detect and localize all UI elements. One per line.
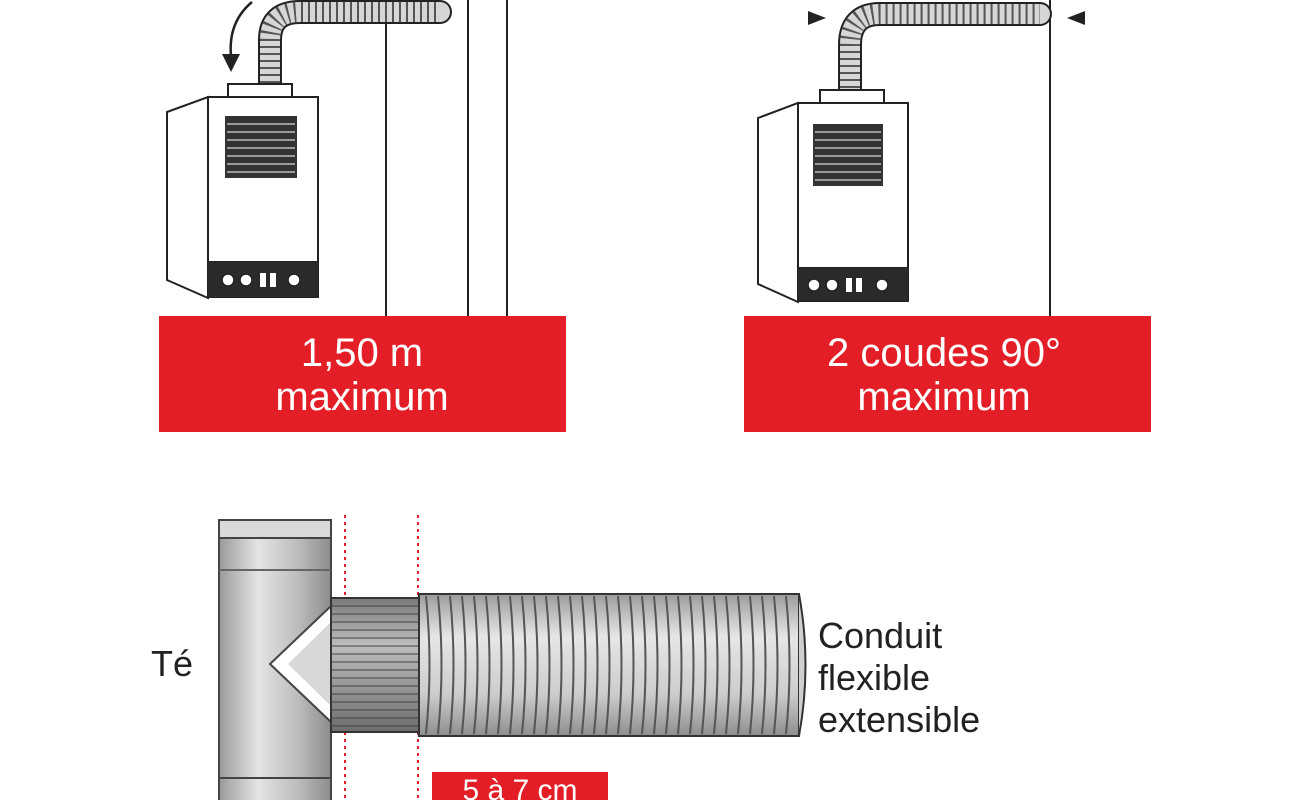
hose-label-line2: flexible <box>818 657 930 698</box>
hose-rib <box>689 595 695 735</box>
flex-hose <box>418 593 807 737</box>
hose-rib <box>641 595 647 735</box>
hose-rib <box>749 595 755 735</box>
tee-pipe <box>218 519 332 800</box>
connection-sleeve <box>330 597 420 733</box>
hose-rib <box>629 595 635 735</box>
hose-rib <box>761 595 767 735</box>
overlap-label: 5 à 7 cm <box>462 774 577 800</box>
hose-rib <box>485 595 491 735</box>
right-label-line1: 2 coudes 90° <box>827 331 1061 375</box>
hose-rib <box>461 595 467 735</box>
elbow-arrow-right-icon <box>1067 11 1085 25</box>
hose-rib <box>569 595 575 735</box>
left-panel: 1,50 m maximum <box>159 0 566 432</box>
hose-rib <box>497 595 503 735</box>
bottom-diagram: Té <box>151 515 980 800</box>
hose-rib <box>509 595 515 735</box>
hose-rib <box>617 595 623 735</box>
elbow-arrow-left-icon <box>808 11 826 25</box>
right-label-line2: maximum <box>857 375 1030 419</box>
rotation-arrow-icon <box>222 1 253 72</box>
left-label-box <box>159 316 566 432</box>
hose-rib <box>677 595 683 735</box>
hose-label-line1: Conduit <box>818 615 942 656</box>
hose-rib <box>473 595 479 735</box>
overlap-label-box <box>432 772 608 800</box>
hose-rib <box>725 595 731 735</box>
left-label-line2: maximum <box>275 375 448 419</box>
hose-rib <box>521 595 527 735</box>
hose-rib <box>701 595 707 735</box>
left-boiler <box>166 83 319 300</box>
hose-rib <box>449 595 455 735</box>
hose-rib <box>773 595 779 735</box>
hose-rib <box>785 595 791 735</box>
hose-rib <box>425 595 431 735</box>
right-label-box <box>744 316 1151 432</box>
left-flex-duct <box>258 0 452 102</box>
hose-label-line3: extensible <box>818 699 980 740</box>
hose-rib <box>713 595 719 735</box>
tee-label: Té <box>151 643 193 684</box>
hose-rib <box>653 595 659 735</box>
hose-rib <box>557 595 563 735</box>
hose-rib <box>593 595 599 735</box>
hose-rib <box>545 595 551 735</box>
hose-rib <box>665 595 671 735</box>
right-panel: 2 coudes 90° maximum <box>744 0 1151 432</box>
hose-rib <box>605 595 611 735</box>
right-flex-duct <box>838 1 1052 107</box>
hose-rib <box>437 595 443 735</box>
right-boiler <box>757 89 909 304</box>
hose-rib <box>737 595 743 735</box>
left-label-line1: 1,50 m <box>301 331 423 375</box>
hose-rib <box>533 595 539 735</box>
hose-rib <box>581 595 587 735</box>
